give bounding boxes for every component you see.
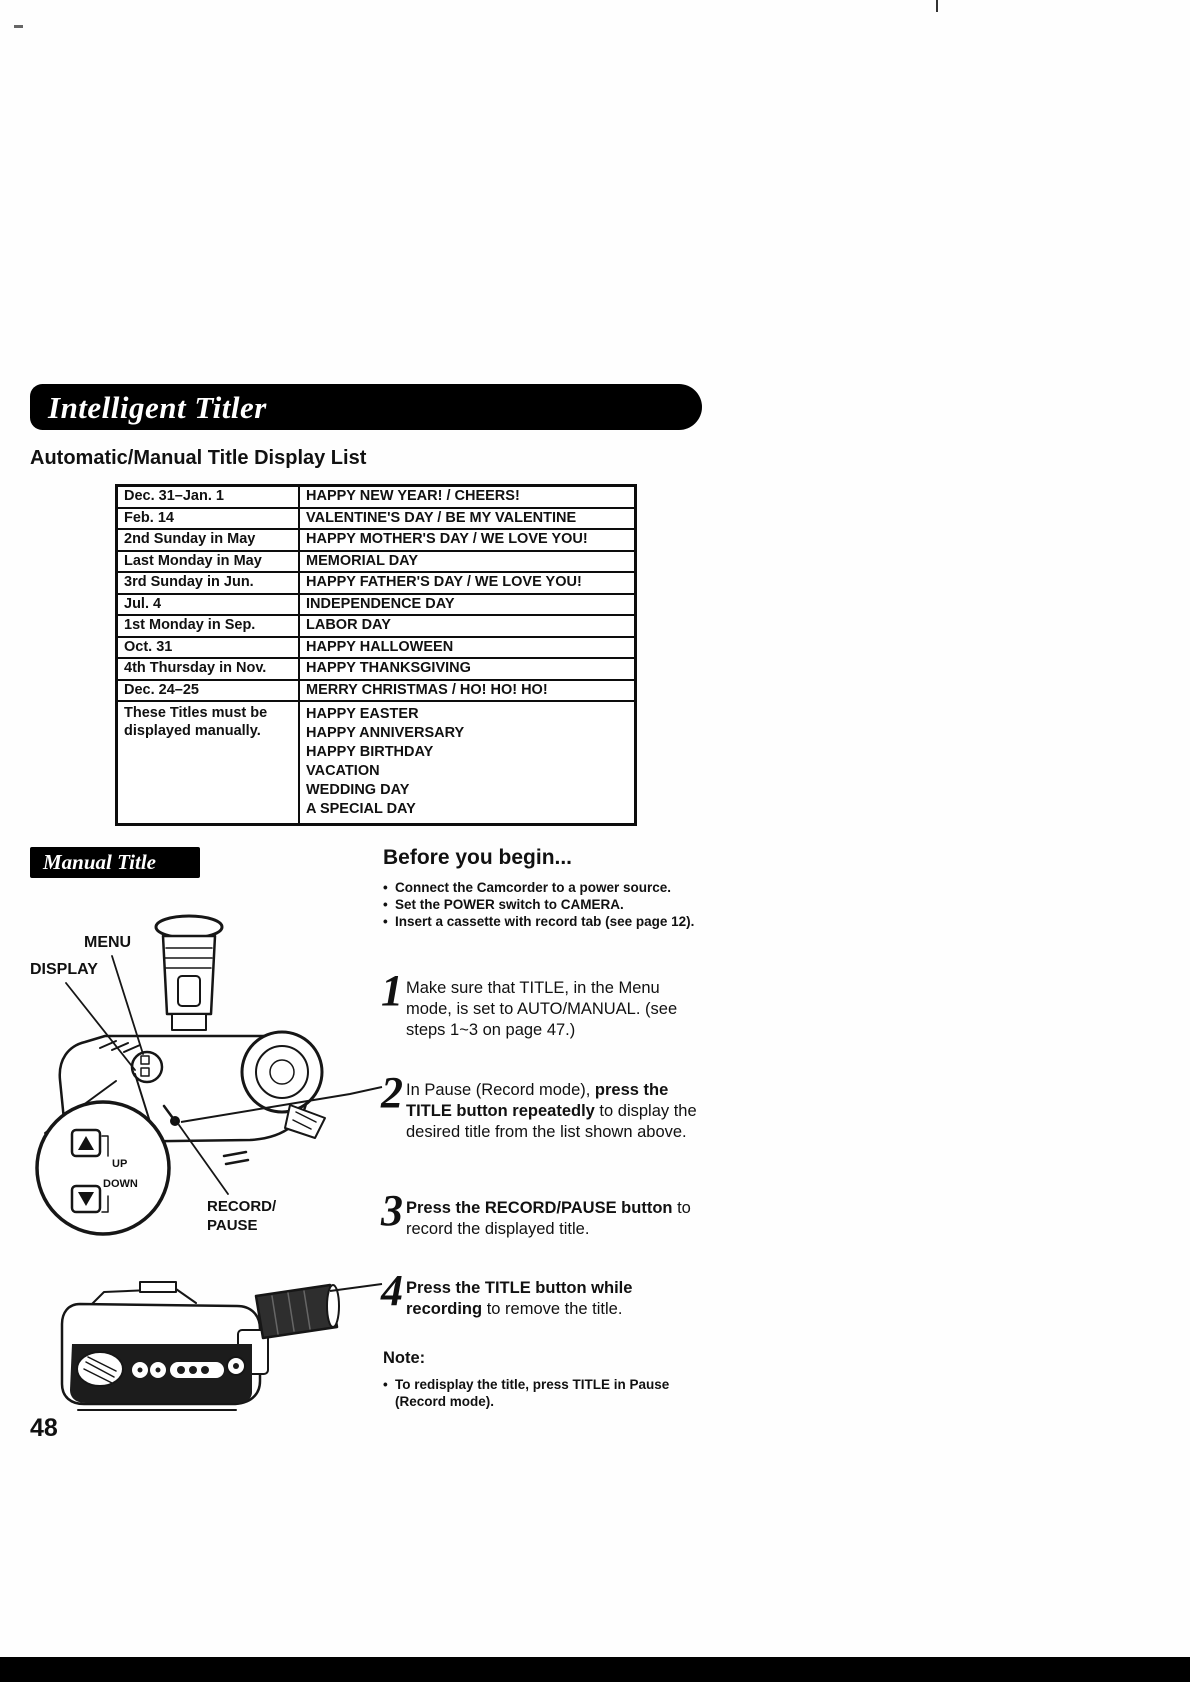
step-3: 3 Press the RECORD/PAUSE button to recor… — [381, 1186, 711, 1240]
date-cell: Dec. 24–25 — [118, 680, 300, 700]
scan-artifact-dash — [14, 25, 23, 28]
page-number: 48 — [30, 1414, 58, 1442]
table-row: 2nd Sunday in May HAPPY MOTHER'S DAY / W… — [118, 530, 634, 552]
title-cell: MERRY CHRISTMAS / HO! HO! HO! — [306, 681, 548, 698]
title-cell: HAPPY NEW YEAR! / CHEERS! — [306, 488, 520, 504]
title-table: Dec. 31–Jan. 1 HAPPY NEW YEAR! / CHEERS!… — [115, 484, 637, 826]
scan-artifact-tick — [936, 0, 938, 12]
record-pause-leader-line — [178, 1124, 229, 1195]
title-cell: VALENTINE'S DAY / BE MY VALENTINE — [306, 509, 577, 526]
date-cell: 2nd Sunday in May — [118, 530, 300, 550]
title-cell: MEMORIAL DAY — [306, 552, 418, 569]
before-you-begin-heading: Before you begin... — [383, 846, 573, 869]
before-item: Set the POWER switch to CAMERA. — [383, 896, 701, 913]
table-row: Feb. 14 VALENTINE'S DAY / BE MY VALENTIN… — [118, 508, 634, 530]
down-arrow-icon — [78, 1192, 94, 1206]
date-cell: Feb. 14 — [118, 508, 300, 528]
step-number: 3 — [381, 1186, 403, 1235]
footer-bar — [0, 1657, 1190, 1682]
step-4: 4 Press the TITLE button while recording… — [381, 1266, 711, 1320]
date-cell: 1st Monday in Sep. — [118, 616, 300, 636]
manual-title-item: HAPPY BIRTHDAY — [306, 744, 434, 760]
manual-title-item: HAPPY ANNIVERSARY — [306, 725, 465, 741]
table-row: Last Monday in May MEMORIAL DAY — [118, 551, 634, 573]
manual-title-badge-label: Manual Title — [43, 850, 156, 874]
note-heading: Note: — [383, 1349, 426, 1367]
callout-line-step4 — [329, 1283, 383, 1292]
manual-label-cell: These Titles must be displayed manually. — [118, 702, 300, 823]
manual-title-badge: Manual Title — [30, 847, 200, 878]
up-arrow-icon — [78, 1136, 94, 1150]
record-pause-label: RECORD/ PAUSE — [207, 1198, 277, 1234]
down-button — [70, 1184, 102, 1214]
table-row: Oct. 31 HAPPY HALLOWEEN — [118, 637, 634, 659]
list-title: Automatic/Manual Title Display List — [30, 447, 367, 469]
step-number: 1 — [381, 966, 403, 1015]
step-number: 2 — [381, 1068, 403, 1117]
table-row-manual-titles: These Titles must be displayed manually.… — [118, 702, 634, 823]
section-banner-title: Intelligent Titler — [48, 389, 267, 425]
manual-title-item: WEDDING DAY — [306, 782, 410, 798]
table-row: 4th Thursday in Nov. HAPPY THANKSGIVING — [118, 659, 634, 681]
table-row: 1st Monday in Sep. LABOR DAY — [118, 616, 634, 638]
date-cell: 4th Thursday in Nov. — [118, 659, 300, 679]
before-item: Connect the Camcorder to a power source. — [383, 879, 701, 896]
step-text: In Pause (Record mode), press the TITLE … — [406, 1081, 697, 1141]
manual-titles-cell: HAPPY EASTER HAPPY ANNIVERSARY HAPPY BIR… — [300, 702, 634, 823]
before-you-begin-list: Connect the Camcorder to a power source.… — [383, 879, 701, 930]
table-row: Dec. 24–25 MERRY CHRISTMAS / HO! HO! HO! — [118, 680, 634, 702]
menu-leader-line — [111, 955, 144, 1055]
title-cell: HAPPY HALLOWEEN — [306, 638, 454, 655]
manual-title-item: VACATION — [306, 763, 380, 779]
section-banner: Intelligent Titler — [30, 384, 702, 430]
date-cell: Oct. 31 — [118, 637, 300, 657]
note-list: To redisplay the title, press TITLE in P… — [383, 1376, 701, 1410]
table-row: Jul. 4 INDEPENDENCE DAY — [118, 594, 634, 616]
step-2: 2 In Pause (Record mode), press the TITL… — [381, 1068, 711, 1143]
step-text: Make sure that TITLE, in the Menu mode, … — [406, 979, 678, 1039]
camcorder-side-illustration — [60, 1281, 340, 1411]
title-cell: HAPPY FATHER'S DAY / WE LOVE YOU! — [306, 574, 582, 590]
manual-title-item: A SPECIAL DAY — [306, 801, 416, 817]
title-cell: HAPPY THANKSGIVING — [306, 660, 471, 676]
date-cell: Dec. 31–Jan. 1 — [118, 487, 300, 507]
before-item: Insert a cassette with record tab (see p… — [383, 913, 701, 930]
manual-title-item: HAPPY EASTER — [306, 706, 419, 722]
display-label: DISPLAY — [30, 961, 98, 978]
step-1: 1 Make sure that TITLE, in the Menu mode… — [381, 966, 711, 1041]
date-cell: Jul. 4 — [118, 594, 300, 614]
up-label: UP — [112, 1158, 127, 1170]
step-text: Press the TITLE button while recording t… — [406, 1279, 633, 1318]
callout-line-step2 — [180, 1086, 383, 1123]
table-row: 3rd Sunday in Jun. HAPPY FATHER'S DAY / … — [118, 573, 634, 595]
table-row: Dec. 31–Jan. 1 HAPPY NEW YEAR! / CHEERS! — [118, 487, 634, 509]
date-cell: Last Monday in May — [118, 551, 300, 571]
step-number: 4 — [381, 1266, 403, 1315]
step-text: Press the RECORD/PAUSE button to record … — [406, 1199, 691, 1238]
display-leader-line — [65, 982, 136, 1071]
menu-label: MENU — [84, 934, 132, 951]
up-button — [70, 1128, 102, 1158]
date-cell: 3rd Sunday in Jun. — [118, 573, 300, 593]
title-cell: HAPPY MOTHER'S DAY / WE LOVE YOU! — [306, 531, 588, 547]
title-cell: INDEPENDENCE DAY — [306, 595, 455, 612]
note-item: To redisplay the title, press TITLE in P… — [383, 1376, 701, 1410]
down-label: DOWN — [103, 1178, 138, 1190]
title-cell: LABOR DAY — [306, 617, 391, 633]
